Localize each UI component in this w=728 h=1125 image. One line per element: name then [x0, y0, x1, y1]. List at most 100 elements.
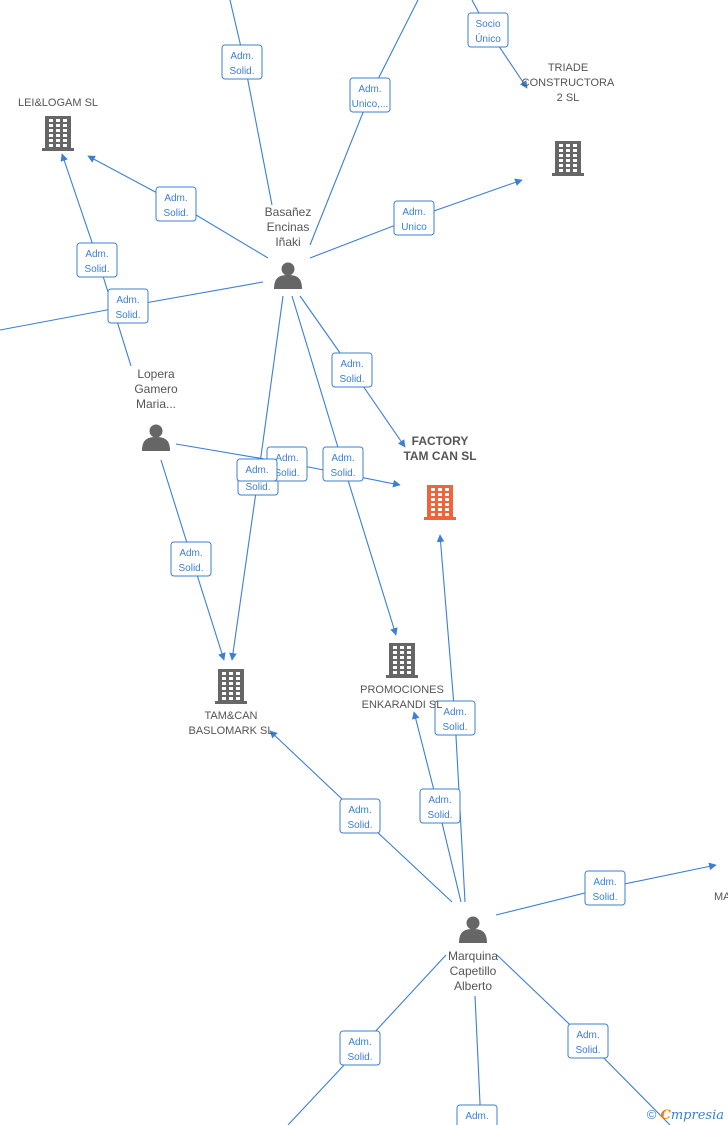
- relation-badge-box: [456, 1104, 498, 1125]
- relation-badge-box: [467, 12, 509, 48]
- brand-name: mpresia: [670, 1108, 724, 1123]
- relation-badge-label: Adm.: [348, 805, 371, 816]
- relation-badge[interactable]: Adm. Solid.: [155, 186, 197, 222]
- relation-badge-label: Unico,...: [352, 99, 389, 110]
- company-name-label: 2 SL: [557, 92, 580, 104]
- relation-badge[interactable]: Adm. Solid.: [331, 352, 373, 388]
- relation-badge-label: Solid.: [115, 310, 140, 321]
- company-name-label: FACTORY: [412, 434, 469, 448]
- relation-badge-label: Solid.: [575, 1045, 600, 1056]
- relation-badge-label: Solid.: [330, 468, 355, 479]
- relation-badge-box: [236, 458, 278, 482]
- relation-badge-label: Adm.: [576, 1030, 599, 1041]
- nodes-layer: BasañezEncinasIñakiLoperaGameroMaria...M…: [18, 62, 728, 993]
- company-node-promociones[interactable]: PROMOCIONES ENKARANDI SL: [360, 643, 444, 711]
- company-name-label: TAM&CAN: [205, 710, 258, 722]
- copyright-symbol: ©: [646, 1107, 657, 1122]
- relation-badge-box: [393, 200, 435, 236]
- person-name-label: Maria...: [136, 397, 176, 411]
- relation-badge-label: Adm.: [340, 359, 363, 370]
- person-icon: [274, 262, 302, 289]
- relation-badge-label: Adm.: [348, 1037, 371, 1048]
- relation-badge-label: Adm.: [402, 207, 425, 218]
- relation-badge-label: Solid.: [84, 264, 109, 275]
- relation-badge[interactable]: Adm. Solid.: [339, 798, 381, 834]
- relation-badge-label: Adm.: [358, 84, 381, 95]
- person-name-label: Basañez: [265, 205, 312, 219]
- relation-badge-label: Solid.: [339, 374, 364, 385]
- person-name-label: Marquina: [448, 949, 498, 963]
- relation-badge-label: Adm.: [443, 707, 466, 718]
- person-icon: [142, 424, 170, 451]
- relation-badge-box: [584, 870, 626, 906]
- relation-badge[interactable]: Adm. Solid.: [76, 242, 118, 278]
- building-icon: [552, 141, 584, 176]
- relation-badge-box: [155, 186, 197, 222]
- relation-badge[interactable]: Adm.Unico: [393, 200, 435, 236]
- relation-badge-label: Solid.: [163, 208, 188, 219]
- brand-initial: C: [660, 1108, 671, 1123]
- relation-badge[interactable]: Adm.Solid.: [434, 700, 476, 736]
- company-node-triade[interactable]: TRIADE CONSTRUCTORA 2 SL: [522, 62, 615, 176]
- relation-badge-label: Adm.: [85, 249, 108, 260]
- person-name-label: Encinas: [267, 220, 310, 234]
- company-name-label: PROMOCIONES: [360, 684, 444, 696]
- relation-badge-label: Adm.: [428, 795, 451, 806]
- company-name-label: ENKARANDI SL: [362, 699, 443, 711]
- relation-badge-label: Solid.: [592, 892, 617, 903]
- building-icon: [386, 643, 418, 678]
- relation-badge-label: Solid.: [347, 1052, 372, 1063]
- relation-badge-label: Adm.: [116, 295, 139, 306]
- relation-badge[interactable]: Adm. Solid.: [221, 44, 263, 80]
- company-name-label: TRIADE: [548, 62, 588, 74]
- relation-badge-label: Único: [475, 32, 501, 45]
- relation-edge: [229, 0, 273, 206]
- relation-badge[interactable]: Adm.: [236, 458, 278, 482]
- company-node-offscreen_ma[interactable]: MA: [714, 891, 728, 903]
- person-name-label: Gamero: [134, 382, 178, 396]
- building-icon: [424, 485, 456, 520]
- relation-badge-label: Solid.: [427, 810, 452, 821]
- relation-badge-label: Solid.: [347, 820, 372, 831]
- relation-badge-label: Adm.: [465, 1111, 488, 1122]
- relation-badge-label: Adm.: [331, 453, 354, 464]
- relation-badge[interactable]: Adm. Solid.: [567, 1023, 609, 1059]
- relation-badge[interactable]: Adm. Unico,...: [349, 77, 391, 113]
- company-name-label: TAM CAN SL: [403, 449, 476, 463]
- relation-badge[interactable]: Adm.Solid.: [584, 870, 626, 906]
- relation-badge[interactable]: Adm. Solid.: [322, 446, 364, 482]
- company-name-label: CONSTRUCTORA: [522, 77, 615, 89]
- building-icon: [215, 669, 247, 704]
- relation-badge[interactable]: Adm.Solid.: [456, 1104, 498, 1125]
- relation-badge[interactable]: Adm. Solid.: [419, 788, 461, 824]
- relation-badge[interactable]: Adm. Solid.: [339, 1030, 381, 1066]
- relation-badge-label: Adm.: [230, 51, 253, 62]
- person-name-label: Capetillo: [450, 964, 497, 978]
- relation-badge-label: Adm.: [245, 465, 268, 476]
- relation-badge[interactable]: Adm. Solid.: [107, 288, 149, 324]
- relation-badge-label: Socio: [475, 19, 500, 30]
- person-node-lopera[interactable]: LoperaGameroMaria...: [134, 367, 178, 451]
- relation-badge[interactable]: Adm.Solid.: [170, 541, 212, 577]
- company-node-leilogam[interactable]: LEI&LOGAM SL: [18, 97, 98, 151]
- relation-badge-box: [331, 352, 373, 388]
- person-name-label: Alberto: [454, 979, 492, 993]
- relation-badge-label: Solid.: [245, 482, 270, 493]
- relation-badge-box: [419, 788, 461, 824]
- relation-badge-box: [339, 1030, 381, 1066]
- person-name-label: Iñaki: [275, 235, 300, 249]
- relation-badge-box: [221, 44, 263, 80]
- relation-badge-label: Solid.: [178, 563, 203, 574]
- person-name-label: Lopera: [137, 367, 175, 381]
- relation-badge-label: Solid.: [229, 66, 254, 77]
- brand-watermark: © Cmpresia: [647, 1107, 724, 1123]
- relation-badge-label: Adm.: [164, 193, 187, 204]
- company-name-label: MA: [714, 891, 728, 903]
- person-icon: [459, 916, 487, 943]
